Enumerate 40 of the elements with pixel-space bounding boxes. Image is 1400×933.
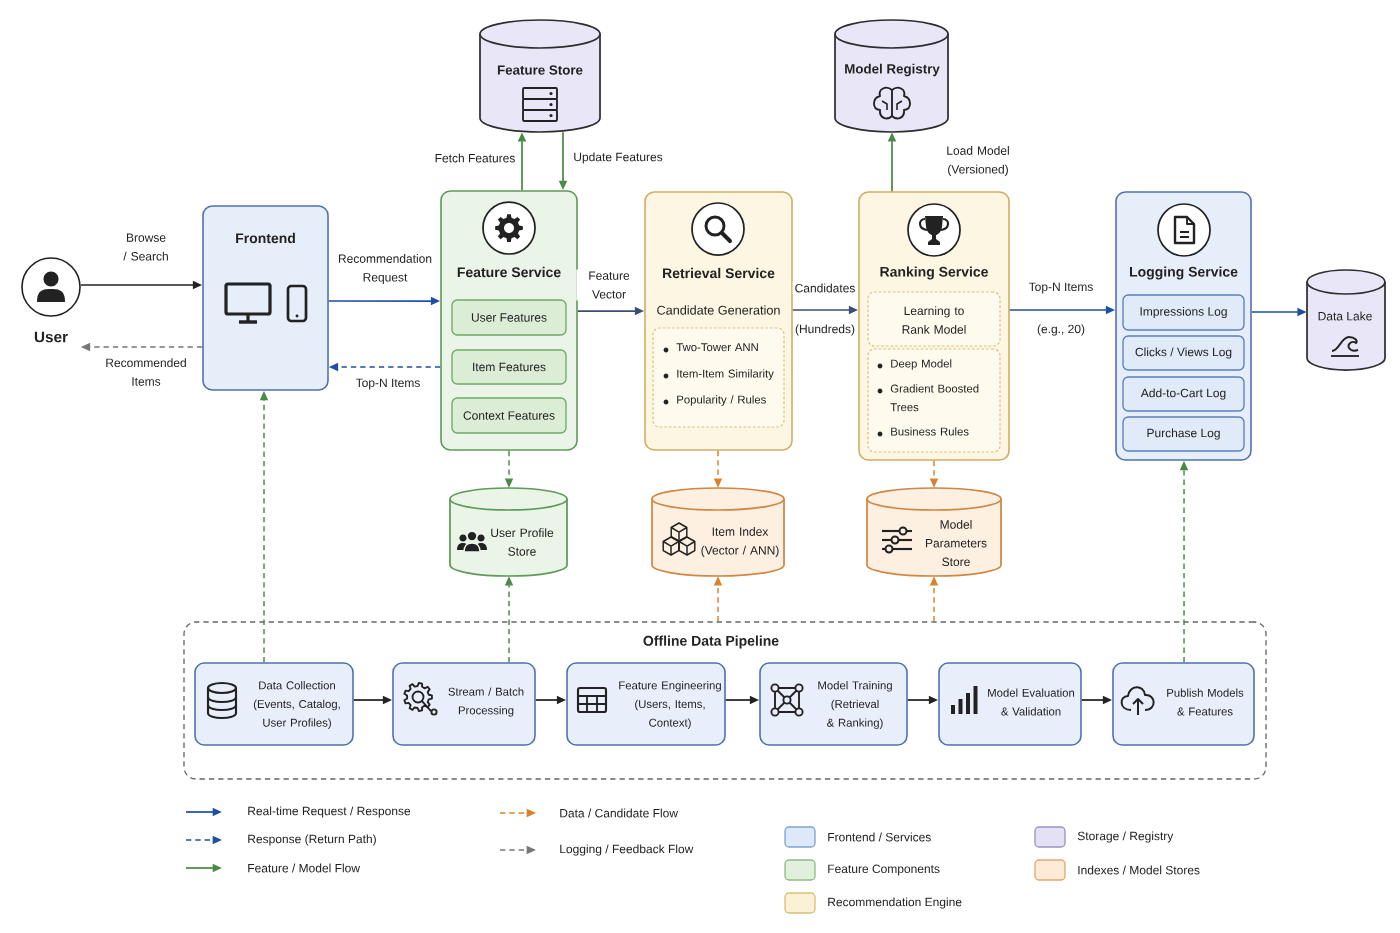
database-cylinder: User Profile Store <box>449 487 568 577</box>
database-cylinder: Item Index (Vector / ANN) <box>651 487 785 577</box>
service-box: Frontend <box>202 205 329 391</box>
process-box: Model Training (Retrieval & Ranking) <box>759 662 908 746</box>
process-box: Model Evaluation & Validation <box>938 662 1082 746</box>
edge-label: Recommended Items <box>101 356 191 388</box>
edge-label: Recommendation Request <box>331 252 439 286</box>
database-cylinder: Feature Store <box>479 19 601 133</box>
database-cylinder: Model Registry <box>834 19 949 133</box>
database-cylinder: Data Lake <box>1306 269 1386 371</box>
database-cylinder: Model Parameters Store <box>866 487 1002 577</box>
edge-label: Fetch Features <box>432 151 518 165</box>
legend-label: Feature Components <box>828 864 940 876</box>
item-box: Item Features <box>451 349 567 385</box>
process-box: Feature Engineering (Users, Items, Context) <box>566 662 726 746</box>
legend-label: Indexes / Model Stores <box>1078 865 1200 875</box>
edge-label: Top-N Items <box>353 376 423 392</box>
legend-label: Feature / Model Flow <box>248 863 360 873</box>
edge-label: Browse / Search <box>113 231 179 263</box>
process-box: Stream / Batch Processing <box>392 662 536 746</box>
legend-label: Storage / Registry <box>1077 831 1174 843</box>
legend-label: Response (Return Path) <box>248 834 376 846</box>
legend-label: Real-time Request / Response <box>248 806 411 818</box>
item-box: User Features <box>451 299 567 336</box>
legend-label: Data / Candidate Flow <box>560 808 678 818</box>
process-box: Publish Models & Features <box>1112 662 1255 746</box>
bullet-list: Two-Tower ANN Item-Item Similarity Popularity / Rules <box>652 327 785 428</box>
edge-label: Candidates <box>792 281 858 295</box>
edge-label: Feature Vector <box>576 269 642 301</box>
legend-label: Frontend / Services <box>828 832 931 842</box>
legend-label: Recommendation Engine <box>828 897 962 909</box>
edge-label: Update Features <box>571 150 665 166</box>
edge-label: Load Model (Versioned) <box>940 144 1016 178</box>
item-box: Context Features <box>451 397 567 434</box>
process-box: Data Collection (Events, Catalog, User Profiles) <box>194 662 354 746</box>
edge-label: Top-N Items <box>1026 280 1096 296</box>
note-text: (e.g., 20) <box>1035 322 1087 338</box>
legend-label: Logging / Feedback Flow <box>560 844 694 856</box>
node-label: User <box>34 331 68 343</box>
note-text: (Hundreds) <box>793 322 857 338</box>
